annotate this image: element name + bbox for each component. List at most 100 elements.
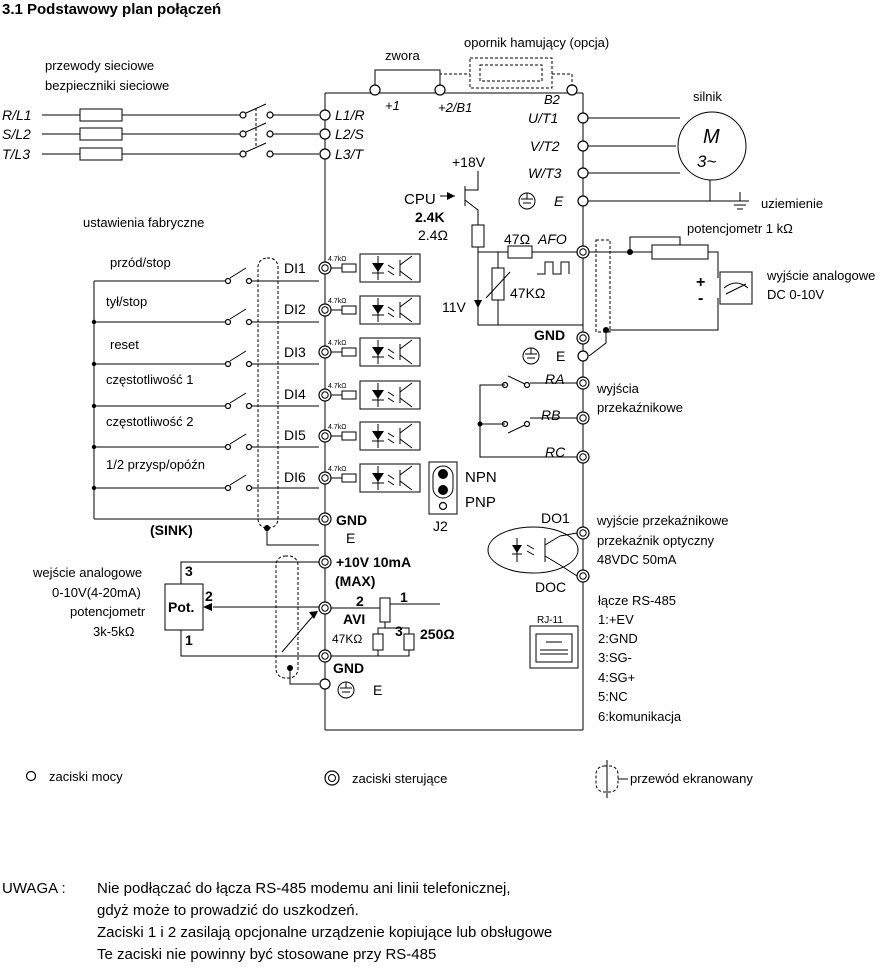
cpu-gnd-wire [477,247,583,326]
cpu-r2: 2.4Ω [418,227,448,243]
note-label: UWAGA : [2,880,66,897]
terminal-plus1 [369,84,381,96]
terminal-plus2-label: +2/B1 [438,100,472,115]
terminal-r-label: L1/R [335,107,365,123]
ain-label-2: 0-10V(4-20mA) [52,585,141,600]
npn-label: NPN [465,469,497,486]
j2-pin-2 [438,485,448,495]
legend-power-label: zaciski mocy [49,769,123,784]
do1-desc-1: wyjście przekaźnikowe [596,513,729,528]
legend-power-icon [25,770,37,782]
rs485-title: łącze RS-485 [598,593,676,608]
brake-resistor [479,64,543,82]
terminal-gnd [318,512,332,526]
cpu-emitter [464,199,479,225]
relay-label-2: przekaźnikowe [597,400,683,415]
terminal-plus1-label: +1 [385,98,400,113]
pwm-icon [537,261,570,275]
cpu-r3: 47Ω [504,231,530,247]
ground-icon [518,192,536,210]
di3-label: DI3 [284,344,306,360]
terminal-di2 [318,303,332,317]
cpu-pot [491,267,505,301]
cpu-r4: 47KΩ [510,285,545,301]
cpu-supply-wire [465,171,479,191]
relay-label-1: wyjścia [596,381,640,396]
cpu-r1: 2.4K [415,209,445,225]
afo-out-label-2: DC 0-10V [767,287,824,302]
jumper-wire [374,69,441,85]
terminal-di1 [318,261,332,275]
motor-icon [677,111,747,181]
di3-func: reset [110,337,139,352]
shield-drain-wire [266,528,319,546]
terminal-e-right [577,350,589,362]
di4-r: 4.7kΩ [328,383,346,390]
terminal-r [319,109,331,121]
terminal-e-power [577,195,589,207]
terminal-u [577,112,589,124]
opto-di4-icon [359,380,421,410]
di4-label: DI4 [284,386,306,402]
do1-desc-2: przekaźnik optyczny [597,533,715,548]
terminal-do1 [576,526,590,540]
rs485-pin-2: 2:GND [598,631,638,646]
ground-right-icon [522,347,540,365]
ain-pot-box [164,583,204,631]
rs485-pin-4: 4:SG+ [598,670,635,685]
rs485-pin-3: 3:SG- [598,650,632,665]
gnd-right-label: GND [534,327,565,343]
opto-di5-icon [359,421,421,451]
afo-out-label-1: wyjście analogowe [766,268,875,283]
di-shield [257,257,279,529]
terminal-plus2 [434,84,446,96]
gnd-label: GND [336,512,367,528]
cpu-v11: 11V [442,299,467,315]
relay-ra-label: RA [545,371,564,387]
legend-control-icon [324,770,340,786]
supply-10v-label: +10V 10mA [336,554,411,570]
cpu-arrow-head [447,192,455,200]
terminal-gnd-avi [318,649,332,663]
sink-label: (SINK) [150,522,193,538]
zener-icon [474,300,482,308]
avi-n1: 1 [400,589,408,605]
opto-di1-icon [359,253,421,283]
terminal-di6 [318,471,332,485]
rs485-pin-6: 6:komunikacja [598,709,682,724]
relay-rb-label: RB [541,407,560,423]
avi-circuit [331,597,440,657]
brake-wire-left [439,73,470,85]
di3-r: 4.7kΩ [328,340,346,347]
note-line-2: gdyż może to prowadzić do uszkodzeń. [97,902,359,919]
terminal-w-label: W/T3 [528,165,562,181]
afo-pot-label: potencjometr 1 kΩ [687,221,793,236]
terminal-v [577,140,589,152]
legend-shield-label: przewód ekranowany [630,771,753,786]
di4-func: częstotliwość 1 [106,372,193,387]
power-input-lines [42,103,319,161]
motor-label: silnik [693,89,722,104]
rj11-label: RJ-11 [537,615,563,626]
j2-label: J2 [433,518,448,534]
di1-label: DI1 [284,260,306,276]
terminal-10v [318,555,332,569]
terminal-gnd-right [576,331,590,345]
di5-label: DI5 [284,427,306,443]
terminal-avi [318,601,332,615]
pnp-label: PNP [465,494,496,511]
cpu-label: CPU [404,191,436,208]
terminal-ra [576,376,590,390]
di-switches [91,267,319,492]
supply-max-label: (MAX) [335,573,375,589]
di6-r: 4.7kΩ [328,466,346,473]
di-opto-resistors [331,263,357,483]
factory-label: ustawienia fabryczne [83,215,204,230]
cpu-resistor [471,224,485,248]
di1-r: 4.7kΩ [328,256,346,263]
di2-r: 4.7kΩ [328,298,346,305]
terminal-doc [576,569,590,583]
power-lines-label-1: przewody sieciowe [45,58,154,73]
terminal-t-label: L3/T [335,146,364,162]
terminal-e-power-label: E [554,193,564,209]
